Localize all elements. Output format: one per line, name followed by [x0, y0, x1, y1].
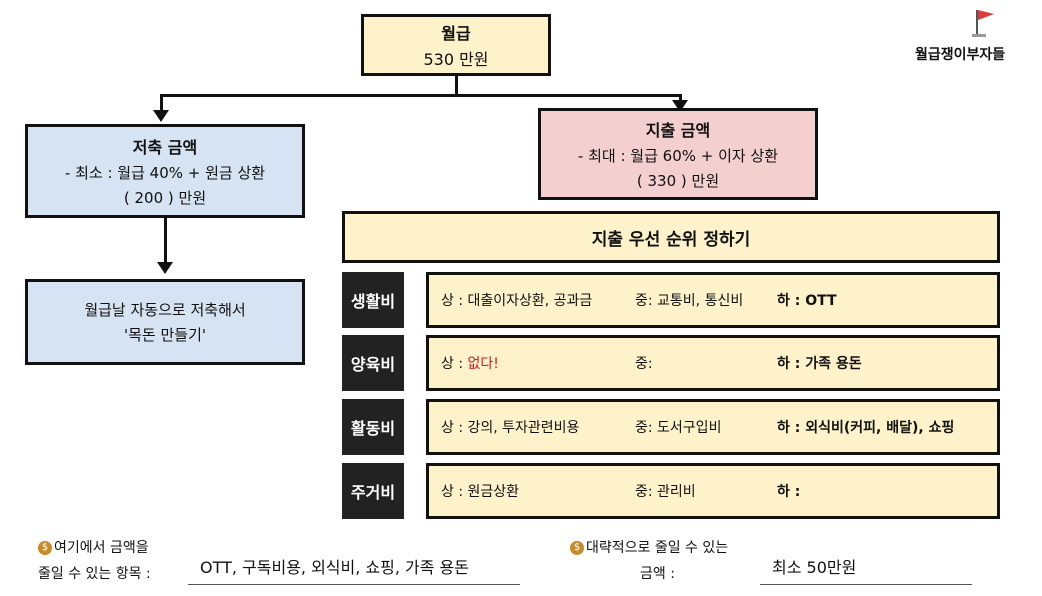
bottom-right-label-line2: 금액 :: [640, 566, 675, 582]
priority-title-box: 지출 우선 순위 정하기: [342, 211, 1000, 263]
row-high: 상 : 없다!: [441, 353, 499, 373]
bottom-right-underline: [760, 584, 972, 585]
connector-horizontal: [160, 94, 682, 97]
row-mid: 중:: [635, 356, 653, 372]
salary-title: 월급: [441, 24, 471, 43]
bottom-right-label: $대략적으로 줄일 수 있는 금액 :: [570, 534, 728, 588]
row-mid: 중: 관리비: [635, 484, 696, 500]
priority-row-living: 상 : 대출이자상환, 공과금 중: 교통비, 통신비 하 : OTT: [426, 272, 1000, 328]
arrow-to-savings: [153, 110, 169, 122]
bottom-left-label: $여기에서 금액을 줄일 수 있는 항목 :: [38, 534, 151, 588]
row-high-prefix: 상 :: [441, 356, 468, 372]
spending-box: 지출 금액 - 최대 : 월급 60% + 이자 상환 ( 330 ) 만원: [538, 108, 818, 200]
connector-left-down: [160, 94, 163, 112]
bottom-left-value: OTT, 구독비용, 외식비, 쇼핑, 가족 용돈: [200, 558, 469, 577]
bottom-left-label-line1: $여기에서 금액을: [38, 534, 151, 562]
row-low: 하 : 외식비(커피, 배달), 쇼핑: [777, 420, 955, 436]
priority-row-childcare: 상 : 없다! 중: 하 : 가족 용돈: [426, 335, 1000, 391]
connector-right-down: [679, 94, 682, 102]
row-low: 하 : OTT: [777, 293, 837, 309]
savings-note-line2: '목돈 만들기': [123, 326, 206, 344]
spending-title: 지출 금액: [645, 121, 711, 140]
row-high: 상 : 원금상환: [441, 484, 520, 500]
row-mid: 중: 교통비, 통신비: [635, 293, 744, 309]
row-label-activity: 활동비: [342, 399, 404, 455]
row-label-living: 생활비: [342, 272, 404, 328]
row-low: 하 :: [777, 484, 801, 500]
savings-note-box: 월급날 자동으로 저축해서 '목돈 만들기': [25, 279, 305, 365]
brand-name: 월급쟁이부자들: [915, 47, 1006, 63]
row-low: 하 : 가족 용돈: [777, 356, 862, 372]
money-bag-icon: $: [38, 541, 52, 555]
row-high: 상 : 대출이자상환, 공과금: [441, 293, 593, 309]
row-label-housing: 주거비: [342, 463, 404, 519]
bottom-right-label-line1: $대략적으로 줄일 수 있는: [570, 534, 728, 562]
spending-detail: - 최대 : 월급 60% + 이자 상환: [577, 147, 779, 165]
money-bag-icon: $: [570, 541, 584, 555]
savings-box: 저축 금액 - 최소 : 월급 40% + 원금 상환 ( 200 ) 만원: [25, 124, 305, 218]
row-high: 상 : 강의, 투자관련비용: [441, 420, 580, 436]
salary-amount: 530 만원: [423, 50, 489, 69]
row-mid: 중: 도서구입비: [635, 420, 722, 436]
savings-detail: - 최소 : 월급 40% + 원금 상환: [64, 164, 266, 182]
bottom-left-underline: [188, 584, 520, 585]
priority-row-housing: 상 : 원금상환 중: 관리비 하 :: [426, 463, 1000, 519]
row-high-value: 없다!: [467, 356, 499, 372]
connector-savings-note: [164, 218, 167, 262]
bottom-right-value: 최소 50만원: [772, 558, 857, 577]
bottom-left-label-line2: 줄일 수 있는 항목 :: [38, 566, 151, 582]
connector-salary-down: [455, 76, 458, 96]
savings-note-line1: 월급날 자동으로 저축해서: [84, 301, 246, 319]
priority-title: 지출 우선 순위 정하기: [591, 229, 751, 250]
savings-title: 저축 금액: [132, 138, 198, 157]
priority-row-activity: 상 : 강의, 투자관련비용 중: 도서구입비 하 : 외식비(커피, 배달),…: [426, 399, 1000, 455]
arrow-to-savings-note: [157, 262, 173, 274]
row-label-childcare: 양육비: [342, 335, 404, 391]
salary-box: 월급 530 만원: [361, 14, 551, 76]
spending-amount: ( 330 ) 만원: [636, 172, 720, 190]
savings-amount: ( 200 ) 만원: [123, 189, 207, 207]
brand-flag-icon: [972, 8, 996, 38]
